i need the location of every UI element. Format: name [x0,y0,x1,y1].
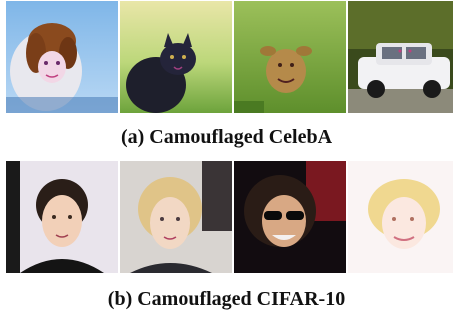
image-cifar-woman-blonde [120,161,232,273]
image-row-b [6,161,453,273]
image-celeba-dog [6,1,118,113]
image-row-a [6,1,453,113]
image-celeba-cat [120,1,232,113]
image-cifar-woman-bright [348,161,453,273]
image-celeba-car [348,1,453,113]
image-cifar-woman-sunglasses [234,161,346,273]
image-cifar-man [6,161,118,273]
image-celeba-deer [234,1,346,113]
caption-panel-a: (a) Camouflaged CelebA [120,126,333,148]
caption-panel-b: (b) Camouflaged CIFAR-10 [107,288,346,310]
